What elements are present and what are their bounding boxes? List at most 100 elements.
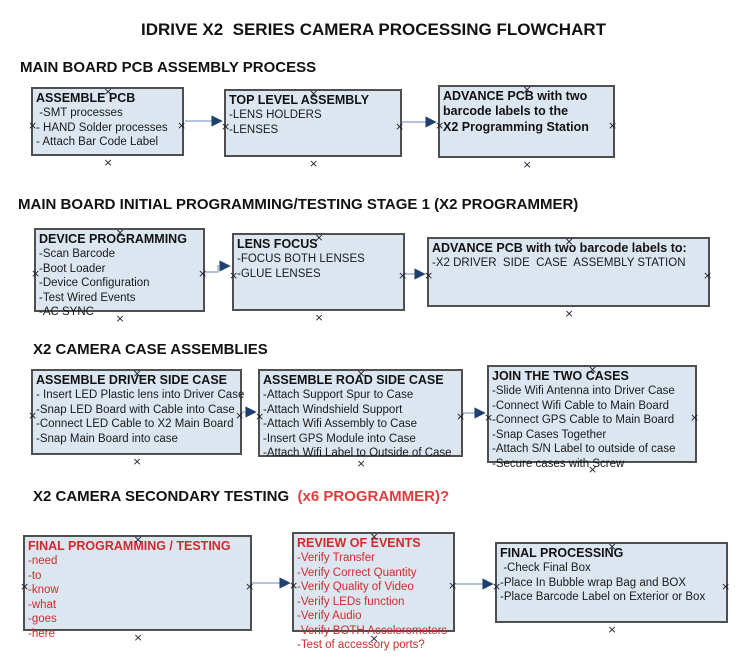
box-item: - HAND Solder processes xyxy=(36,121,168,134)
box-item: -Attach Wifi Assembly to Case xyxy=(263,418,418,431)
box-item: -goes xyxy=(28,613,57,626)
box-item: -Boot Loader xyxy=(39,262,106,275)
box-item: -Device Configuration xyxy=(39,277,150,290)
box-item: -Scan Barcode xyxy=(39,248,116,261)
box-item: -what xyxy=(28,598,57,611)
connection-handle-icon xyxy=(608,116,617,125)
connection-handle-icon xyxy=(133,364,142,373)
box-title: ADVANCE PCB with two barcode labels to t… xyxy=(443,89,589,134)
box-item: -Test of accessory ports? xyxy=(297,639,425,652)
section-heading-case-assemblies: X2 CAMERA CASE ASSEMBLIES xyxy=(33,341,268,358)
box-item: -LENS HOLDERS xyxy=(229,109,322,122)
box-item: -AC SYNC xyxy=(39,306,94,319)
box-assemble-driver-side-case: ASSEMBLE DRIVER SIDE CASE - Insert LED P… xyxy=(31,369,245,455)
box-item: -Connect GPS Cable to Main Board xyxy=(492,414,675,427)
connection-handle-icon xyxy=(104,82,113,91)
connection-handle-icon xyxy=(357,364,366,373)
section-heading-initial-programming: MAIN BOARD INITIAL PROGRAMMING/TESTING S… xyxy=(18,196,579,213)
connection-handle-icon xyxy=(235,406,244,415)
box-title: REVIEW OF EVENTS xyxy=(297,536,421,550)
box-join-the-two-cases: JOIN THE TWO CASES -Slide Wifi Antenna i… xyxy=(487,365,699,470)
box-title: ASSEMBLE DRIVER SIDE CASE xyxy=(36,373,228,387)
box-item: -Attach S/N Label to outside of case xyxy=(492,443,676,456)
box-device-programming: DEVICE PROGRAMMING -Scan Barcode -Boot L… xyxy=(34,228,207,318)
box-item: -Secure cases with Screw xyxy=(492,457,625,470)
connection-handle-icon xyxy=(565,232,574,241)
box-item: -FOCUS BOTH LENSES xyxy=(237,253,365,266)
connection-handle-icon xyxy=(133,452,142,461)
box-item: -Slide Wifi Antenna into Driver Case xyxy=(492,385,675,398)
box-title: DEVICE PROGRAMMING xyxy=(39,232,187,246)
connection-handle-icon xyxy=(198,264,207,273)
box-item: - Insert LED Plastic lens into Driver Ca… xyxy=(36,389,245,402)
connection-handle-icon xyxy=(245,577,254,586)
box-top-level-assembly: TOP LEVEL ASSEMBLY -LENS HOLDERS -LENSES xyxy=(224,89,402,157)
connection-handle-icon xyxy=(565,304,574,313)
box-item: -Attach Wifi Label to Outside of Case xyxy=(263,447,452,460)
box-item: -SMT processes xyxy=(36,107,123,120)
connection-handle-icon xyxy=(456,407,465,416)
box-item: -Test Wired Events xyxy=(39,291,136,304)
box-advance-pcb-to-driver-side-station: ADVANCE PCB with two barcode labels to: … xyxy=(427,237,710,307)
section-heading-secondary-testing-red: (x6 PROGRAMMER)? xyxy=(289,488,450,505)
box-item: -Connect Wifi Cable to Main Board xyxy=(492,399,670,412)
box-item: -need xyxy=(28,555,58,568)
box-title: ASSEMBLE PCB xyxy=(36,91,136,105)
box-assemble-road-side-case: ASSEMBLE ROAD SIDE CASE -Attach Support … xyxy=(258,369,465,460)
box-title: TOP LEVEL ASSEMBLY xyxy=(229,93,370,107)
connection-handle-icon xyxy=(703,266,712,275)
box-item: -to xyxy=(28,569,42,582)
page-title: IDRIVE X2 SERIES CAMERA PROCESSING FLOWC… xyxy=(140,20,607,39)
connection-handle-icon xyxy=(721,577,730,586)
connection-handle-icon xyxy=(690,408,699,417)
section-heading-secondary-testing-black: X2 CAMERA SECONDARY TESTING xyxy=(33,488,290,505)
box-item: -Verify LEDs function xyxy=(297,595,405,608)
connection-handle-icon xyxy=(315,228,324,237)
connection-handle-icon xyxy=(588,360,597,369)
connection-handle-icon xyxy=(608,620,617,629)
box-title: FINAL PROGRAMMING / TESTING xyxy=(28,539,231,553)
box-title: JOIN THE TWO CASES xyxy=(492,369,629,383)
section-heading-pcb-assembly: MAIN BOARD PCB ASSEMBLY PROCESS xyxy=(20,59,317,76)
box-item: -LENSES xyxy=(229,123,279,136)
box-final-programming-testing: FINAL PROGRAMMING / TESTING -need -to -k… xyxy=(23,535,254,640)
box-item: -Insert GPS Module into Case xyxy=(263,432,416,445)
box-item: -Attach Support Spur to Case xyxy=(263,389,414,402)
box-item: -Verify Quality of Video xyxy=(297,581,414,594)
section-heading-secondary-testing: X2 CAMERA SECONDARY TESTING (x6 PROGRAMM… xyxy=(33,488,449,505)
box-title: FINAL PROCESSING xyxy=(500,546,624,560)
box-item: -Verify Transfer xyxy=(297,552,375,565)
box-item: - Attach Bar Code Label xyxy=(36,136,159,149)
box-item: -Check Final Box xyxy=(500,562,591,575)
box-title: LENS FOCUS xyxy=(237,237,318,251)
box-final-processing: FINAL PROCESSING -Check Final Box -Place… xyxy=(495,542,728,623)
box-item: -Verify Audio xyxy=(297,610,362,623)
box-item: -Verify Correct Quantity xyxy=(297,566,417,579)
box-title: ASSEMBLE ROAD SIDE CASE xyxy=(263,373,444,387)
connection-handle-icon xyxy=(315,308,324,317)
connection-handle-icon xyxy=(448,576,457,585)
box-lens-focus: LENS FOCUS -FOCUS BOTH LENSES -GLUE LENS… xyxy=(232,233,405,311)
connection-handle-icon xyxy=(177,116,186,125)
box-item: -Snap Main Board into case xyxy=(36,432,178,445)
box-item: -know xyxy=(28,584,59,597)
connection-handle-icon xyxy=(608,537,617,546)
connection-handle-icon xyxy=(309,84,318,93)
connector-arrow-3 xyxy=(205,260,231,273)
box-assemble-pcb: ASSEMBLE PCB -SMT processes - HAND Solde… xyxy=(31,87,184,156)
box-item: -Snap LED Board with Cable into Case xyxy=(36,403,235,416)
box-item: -Place In Bubble wrap Bag and BOX xyxy=(500,576,687,589)
box-item: -Attach Windshield Support xyxy=(263,403,403,416)
box-item: -here xyxy=(28,627,55,640)
box-item: -Place Barcode Label on Exterior or Box xyxy=(500,591,706,604)
box-title: ADVANCE PCB with two barcode labels to: xyxy=(432,241,687,255)
connection-handle-icon xyxy=(395,117,404,126)
box-item: -GLUE LENSES xyxy=(237,267,321,280)
box-item: -Snap Cases Together xyxy=(492,428,607,441)
box-item: -X2 DRIVER SIDE CASE ASSEMBLY STATION xyxy=(432,257,686,270)
connection-handle-icon xyxy=(309,154,318,163)
connection-handle-icon xyxy=(116,223,125,232)
connection-handle-icon xyxy=(134,530,143,539)
box-advance-pcb-to-programming-station: ADVANCE PCB with two barcode labels to t… xyxy=(438,85,615,158)
